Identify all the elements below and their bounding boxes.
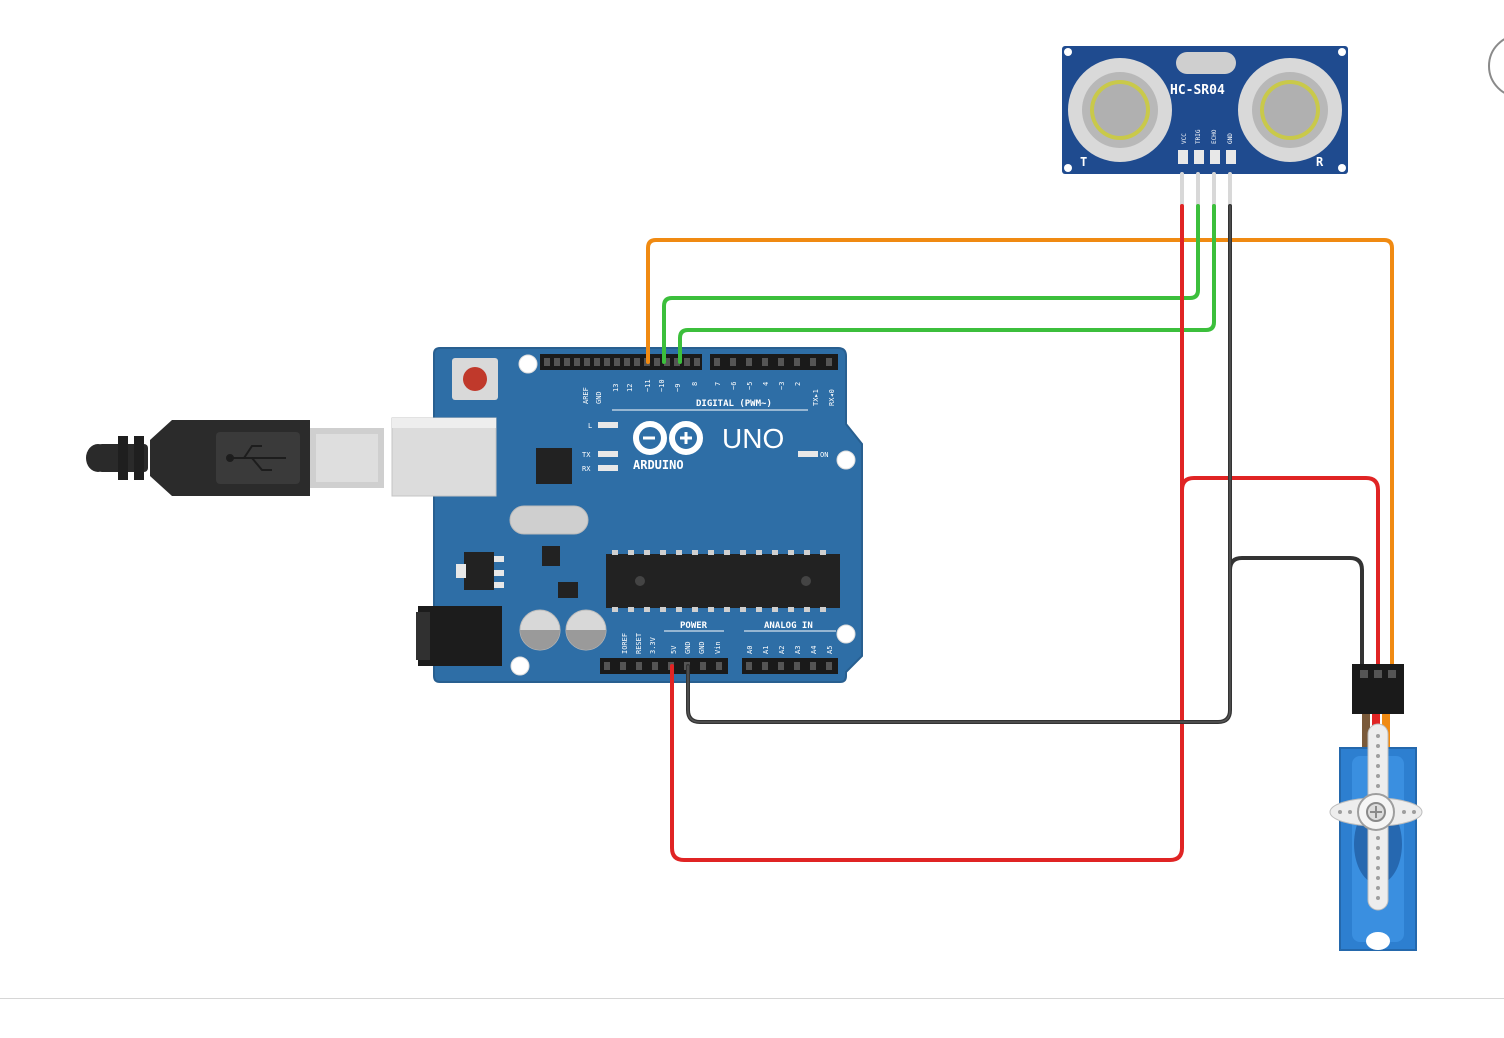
pin-label: RX◂0: [828, 389, 836, 406]
usb-symbol-icon: [226, 445, 286, 471]
crystal-oscillator: [509, 505, 589, 535]
pin-label: 7: [714, 382, 722, 386]
analog-header-label: ANALOG IN: [764, 621, 813, 631]
pin-label: TX▸1: [812, 389, 820, 406]
usb-cable[interactable]: [86, 420, 384, 496]
mounting-hole: [836, 450, 856, 470]
power-header: [600, 658, 728, 674]
voltage-regulator: [464, 552, 494, 590]
led-tx-label: TX: [582, 451, 591, 459]
pin-label: TRIG: [1195, 129, 1202, 144]
pin-label: A2: [778, 646, 786, 654]
pin-label: ~9: [674, 384, 682, 392]
arduino-logo-text: ARDUINO: [633, 458, 684, 472]
pin-label: GND: [698, 641, 706, 654]
pin-label: 4: [762, 382, 770, 386]
pin-label: 13: [612, 384, 620, 392]
board-model-text: UNO: [722, 423, 784, 454]
receiver-transducer: [1238, 58, 1342, 162]
wire-gnd-servo[interactable]: [1228, 556, 1364, 678]
pin-label: A5: [826, 646, 834, 654]
pin-label: 5V: [670, 645, 678, 654]
digital-header: [540, 354, 838, 370]
pin-label: ~6: [730, 382, 738, 390]
sensor-pin-labels: VCC TRIG ECHO GND: [1181, 129, 1234, 144]
pin-label: Vin: [714, 641, 722, 654]
pin-label: ~5: [746, 382, 754, 390]
led-l-label: L: [588, 422, 592, 430]
pin-label: 8: [691, 382, 699, 386]
capacitor: [519, 609, 561, 651]
small-chip: [542, 546, 560, 566]
wire-5v-servo[interactable]: [1180, 476, 1380, 678]
pin-label: 12: [626, 384, 634, 392]
capacitor: [565, 609, 607, 651]
wire-echo[interactable]: [678, 204, 1216, 364]
wire-trig[interactable]: [662, 204, 1200, 364]
usb-chip: [536, 448, 572, 484]
top-pin-labels: AREF GND 13 12 ~11 ~10 ~9 8 7 ~6 ~5 4 ~3…: [582, 379, 836, 406]
pin-label: A4: [810, 646, 818, 654]
usb-b-jack: [391, 417, 497, 497]
wire-5v[interactable]: [670, 204, 1184, 862]
analog-header: [742, 658, 838, 674]
pin-label: GND: [684, 641, 692, 654]
pin-label: A0: [746, 646, 754, 654]
servo-horn: [1329, 723, 1423, 911]
arduino-uno-board[interactable]: AREF GND 13 12 ~11 ~10 ~9 8 7 ~6 ~5 4 ~3…: [391, 347, 863, 683]
wire-servo-signal[interactable]: [646, 238, 1394, 678]
analog-pin-labels: A0 A1 A2 A3 A4 A5: [746, 646, 834, 654]
sensor-right-letter: R: [1316, 155, 1324, 169]
dc-power-jack: [418, 606, 502, 666]
pin-label: ~11: [644, 379, 652, 392]
sensor-model-text: HC-SR04: [1170, 83, 1225, 98]
pin-label: ~10: [658, 379, 666, 392]
led-rx-label: RX: [582, 465, 591, 473]
microcontroller-chip: [606, 550, 840, 612]
bottom-divider: [0, 998, 1504, 999]
pin-label: RESET: [635, 632, 643, 654]
sensor-left-letter: T: [1080, 155, 1087, 169]
reset-button[interactable]: [452, 358, 498, 400]
pin-label: VCC: [1181, 133, 1188, 144]
pin-label: 3.3V: [649, 636, 657, 654]
micro-servo[interactable]: [1329, 664, 1423, 951]
sensor-pins: [1178, 150, 1236, 164]
pin-label: ECHO: [1211, 129, 1218, 144]
mounting-hole: [518, 354, 538, 374]
pin-label: ~3: [778, 382, 786, 390]
pin-label: IOREF: [621, 633, 629, 654]
transmitter-transducer: [1068, 58, 1172, 162]
pin-label: A3: [794, 646, 802, 654]
pin-label: AREF: [582, 387, 590, 404]
power-pin-labels: IOREF RESET 3.3V 5V GND GND Vin: [621, 632, 722, 654]
hc-sr04-ultrasonic-sensor[interactable]: HC-SR04 T R VCC TRIG ECHO GND: [1062, 46, 1348, 174]
pin-label: A1: [762, 646, 770, 654]
pin-label: GND: [1227, 133, 1234, 144]
power-header-label: POWER: [680, 621, 708, 631]
arduino-infinity-logo-icon: [633, 421, 703, 455]
status-leds: L TX RX ON: [582, 422, 828, 473]
digital-header-label: DIGITAL (PWM~): [696, 399, 772, 409]
pin-label: 2: [794, 382, 802, 386]
pin-label: GND: [595, 391, 603, 404]
led-on-label: ON: [820, 451, 828, 459]
sensor-crystal: [1176, 52, 1236, 74]
mounting-hole: [510, 656, 530, 676]
mounting-hole: [836, 624, 856, 644]
